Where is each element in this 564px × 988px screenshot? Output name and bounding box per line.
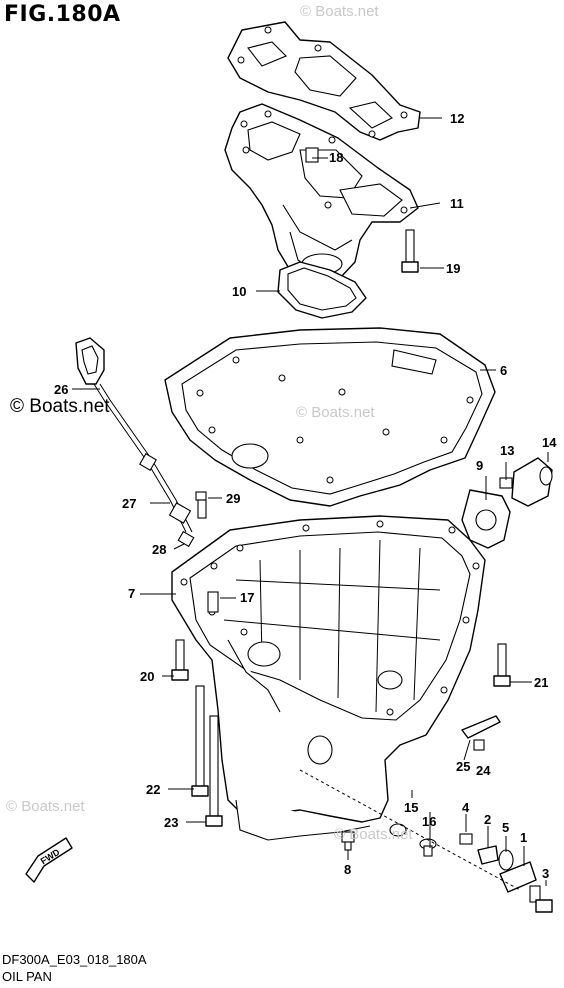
callout-18: 18	[329, 150, 343, 165]
part-11-housing	[224, 103, 419, 283]
fwd-arrow: FWD	[25, 837, 73, 883]
part-9-flange	[461, 457, 553, 549]
watermark-mid: © Boats.net	[296, 404, 375, 421]
callout-numbers: 12 18 11 19 10 6 26 13 14 9 27 29 28 7 1…	[54, 111, 557, 881]
callout-19: 19	[446, 261, 460, 276]
figure-title: FIG.180A	[4, 2, 121, 27]
diagram-code: DF300A_E03_018_180A	[2, 952, 147, 967]
callout-20: 20	[140, 669, 154, 684]
callout-15: 15	[404, 800, 418, 815]
callout-29: 29	[226, 491, 240, 506]
part-21-bolt	[493, 643, 511, 687]
part-7-oil-pan	[171, 515, 486, 841]
part-26-dipstick	[75, 337, 195, 548]
callout-21: 21	[534, 675, 548, 690]
callout-13: 13	[500, 443, 514, 458]
callout-26: 26	[54, 382, 68, 397]
callout-9: 9	[476, 458, 483, 473]
callout-11: 11	[450, 196, 464, 211]
callout-16: 16	[422, 814, 436, 829]
callout-12: 12	[450, 111, 464, 126]
callout-2: 2	[484, 812, 491, 827]
callout-6: 6	[500, 363, 507, 378]
part-20-22-23-bolts	[171, 639, 223, 827]
leader-lines	[72, 117, 549, 891]
callout-23: 23	[164, 815, 178, 830]
callout-24: 24	[476, 763, 491, 778]
part-29-fitting	[195, 491, 207, 519]
callout-28: 28	[152, 542, 166, 557]
callout-14: 14	[542, 435, 557, 450]
watermark-bottom-left: © Boats.net	[6, 798, 85, 815]
callout-17: 17	[240, 590, 254, 605]
part-6-gasket	[164, 327, 496, 507]
part-24-25-bracket	[461, 715, 501, 751]
watermark-main: © Boats.net	[10, 396, 110, 417]
part-10-o-ring	[277, 261, 367, 319]
drain-parts	[459, 833, 553, 913]
callout-22: 22	[146, 782, 160, 797]
part-12-gasket	[227, 21, 421, 141]
callout-7: 7	[128, 586, 135, 601]
callout-27: 27	[122, 496, 136, 511]
callout-3: 3	[542, 866, 549, 881]
watermark-top: © Boats.net	[300, 3, 379, 20]
diagram-name: OIL PAN	[2, 969, 52, 984]
part-15-16-plug	[419, 838, 437, 857]
callout-8: 8	[344, 862, 351, 877]
watermark-bottom-right: © Boats.net	[334, 826, 413, 843]
callout-1: 1	[520, 830, 527, 845]
callout-5: 5	[502, 820, 509, 835]
callout-10: 10	[232, 284, 246, 299]
callout-25: 25	[456, 759, 470, 774]
callout-4: 4	[462, 800, 470, 815]
part-19-bolt	[401, 229, 419, 273]
part-17-pin	[207, 591, 219, 613]
